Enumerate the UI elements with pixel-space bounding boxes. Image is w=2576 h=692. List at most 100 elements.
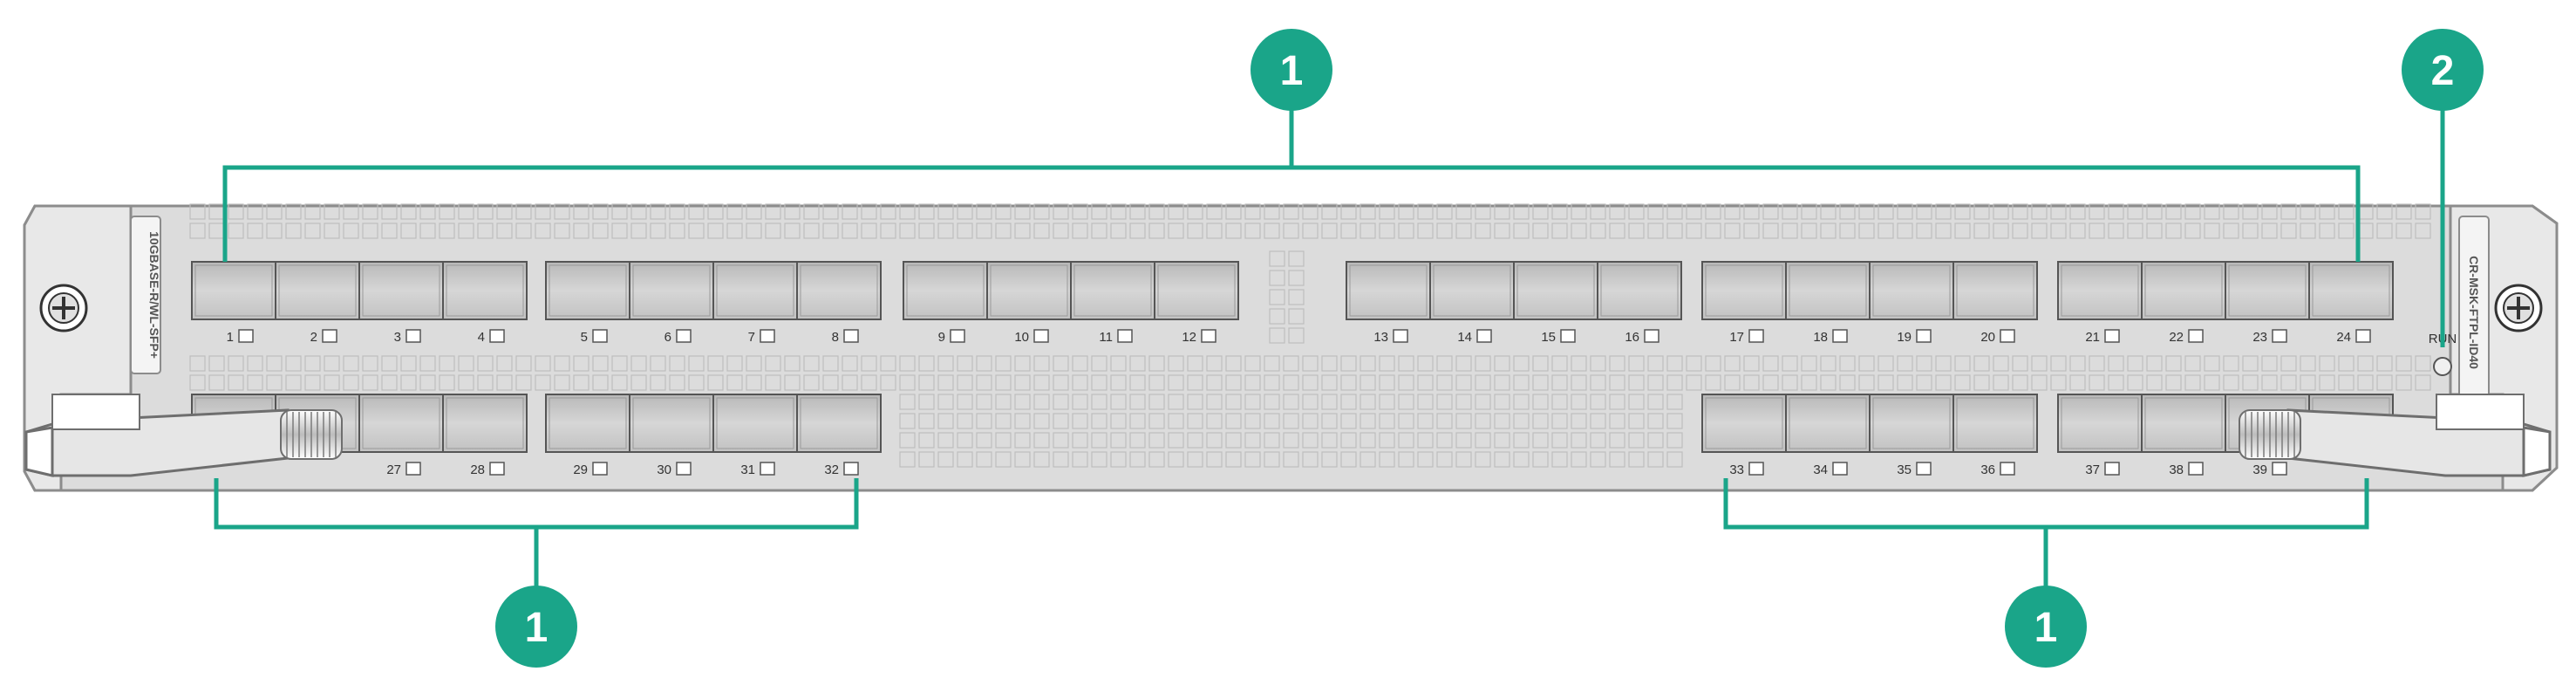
vent-cell: [1686, 223, 1702, 239]
vent-cell: [247, 374, 263, 391]
vent-cell: [2280, 223, 2297, 239]
sfp-port[interactable]: [2057, 394, 2143, 453]
sfp-port[interactable]: [2141, 261, 2226, 320]
vent-cell: [1110, 451, 1127, 468]
sfp-port[interactable]: [2057, 261, 2143, 320]
sfp-port[interactable]: [1701, 394, 1787, 453]
vent-cell: [1206, 223, 1223, 239]
vent-cell: [688, 203, 705, 220]
callout-ports-top: 1: [1251, 29, 1332, 111]
sfp-port[interactable]: [796, 394, 882, 453]
vent-cell: [1053, 355, 1069, 372]
bottom-right-bracket: [1723, 478, 2369, 586]
sfp-port[interactable]: [1785, 261, 1871, 320]
vent-cell: [1340, 374, 1357, 391]
sfp-port[interactable]: [1952, 261, 2038, 320]
vent-cell: [2261, 355, 2278, 372]
vent-cell: [1206, 394, 1223, 410]
vent-cell: [726, 374, 743, 391]
vent-cell: [1954, 223, 1971, 239]
sfp-port[interactable]: [1952, 394, 2038, 453]
vent-cell: [937, 432, 954, 449]
vent-cell: [592, 355, 609, 372]
vent-cell: [1628, 413, 1645, 429]
sfp-port[interactable]: [796, 261, 882, 320]
vent-cell: [1244, 203, 1261, 220]
sfp-port[interactable]: [1429, 261, 1515, 320]
vent-cell: [861, 203, 877, 220]
port-number-label: 9: [938, 330, 945, 345]
vent-cell: [2165, 355, 2182, 372]
sfp-port[interactable]: [986, 261, 1072, 320]
vent-cell: [515, 203, 532, 220]
vent-cell: [1724, 355, 1741, 372]
vent-cell: [1436, 394, 1453, 410]
sfp-port[interactable]: [358, 261, 444, 320]
sfp-port[interactable]: [1701, 261, 1787, 320]
vent-cell: [726, 223, 743, 239]
sfp-port[interactable]: [1070, 261, 1155, 320]
sfp-port[interactable]: [2225, 261, 2310, 320]
vent-cell: [1705, 355, 1721, 372]
sfp-port[interactable]: [2308, 261, 2394, 320]
vent-cell: [2069, 203, 2086, 220]
vent-cell: [400, 203, 417, 220]
vent-cell: [1820, 203, 1837, 220]
vent-cell: [1340, 223, 1357, 239]
vent-cell: [1666, 413, 1683, 429]
vent-cell: [1436, 203, 1453, 220]
sfp-port[interactable]: [1346, 261, 1431, 320]
vent-cell: [458, 374, 474, 391]
port-led: [2000, 329, 2015, 343]
vent-cell: [2050, 223, 2067, 239]
vent-cell: [1532, 374, 1549, 391]
vent-cell: [899, 203, 916, 220]
sfp-port[interactable]: [903, 261, 988, 320]
sfp-port[interactable]: [358, 394, 444, 453]
vent-cell: [592, 203, 609, 220]
sfp-port[interactable]: [712, 394, 798, 453]
sfp-port[interactable]: [1785, 394, 1871, 453]
vent-cell: [650, 355, 666, 372]
sfp-port[interactable]: [629, 394, 714, 453]
sfp-port[interactable]: [629, 261, 714, 320]
vent-cell: [1647, 374, 1664, 391]
port-led: [1033, 329, 1049, 343]
vent-cell: [554, 374, 570, 391]
vent-cell: [2146, 203, 2163, 220]
vent-cell: [1647, 355, 1664, 372]
sfp-port[interactable]: [1154, 261, 1239, 320]
vent-cell: [2395, 203, 2412, 220]
sfp-port[interactable]: [1513, 261, 1598, 320]
vent-cell: [381, 355, 398, 372]
vent-cell: [362, 223, 378, 239]
sfp-port[interactable]: [442, 394, 528, 453]
sfp-port[interactable]: [1869, 394, 1954, 453]
sfp-port[interactable]: [2141, 394, 2226, 453]
port-number-label: 39: [2252, 462, 2267, 477]
vent-cell: [1091, 394, 1107, 410]
sfp-port[interactable]: [545, 394, 630, 453]
vent-cell: [1935, 355, 1952, 372]
vent-cell: [1858, 355, 1875, 372]
port-led: [1201, 329, 1216, 343]
vent-cell: [1532, 355, 1549, 372]
vent-cell: [1225, 374, 1242, 391]
vent-cell: [1187, 355, 1203, 372]
vent-cell: [1129, 355, 1146, 372]
sfp-port[interactable]: [275, 261, 360, 320]
sfp-port[interactable]: [442, 261, 528, 320]
vent-cell: [1436, 451, 1453, 468]
sfp-port[interactable]: [1869, 261, 1954, 320]
vent-cell: [1244, 394, 1261, 410]
vent-cell: [573, 203, 589, 220]
vent-cell: [1129, 451, 1146, 468]
sfp-port[interactable]: [191, 261, 276, 320]
vent-cell: [1455, 432, 1472, 449]
sfp-port[interactable]: [1597, 261, 1682, 320]
vent-cell: [688, 223, 705, 239]
port-number-label: 5: [581, 330, 588, 345]
sfp-port[interactable]: [545, 261, 630, 320]
sfp-port[interactable]: [712, 261, 798, 320]
vent-cell: [439, 203, 455, 220]
